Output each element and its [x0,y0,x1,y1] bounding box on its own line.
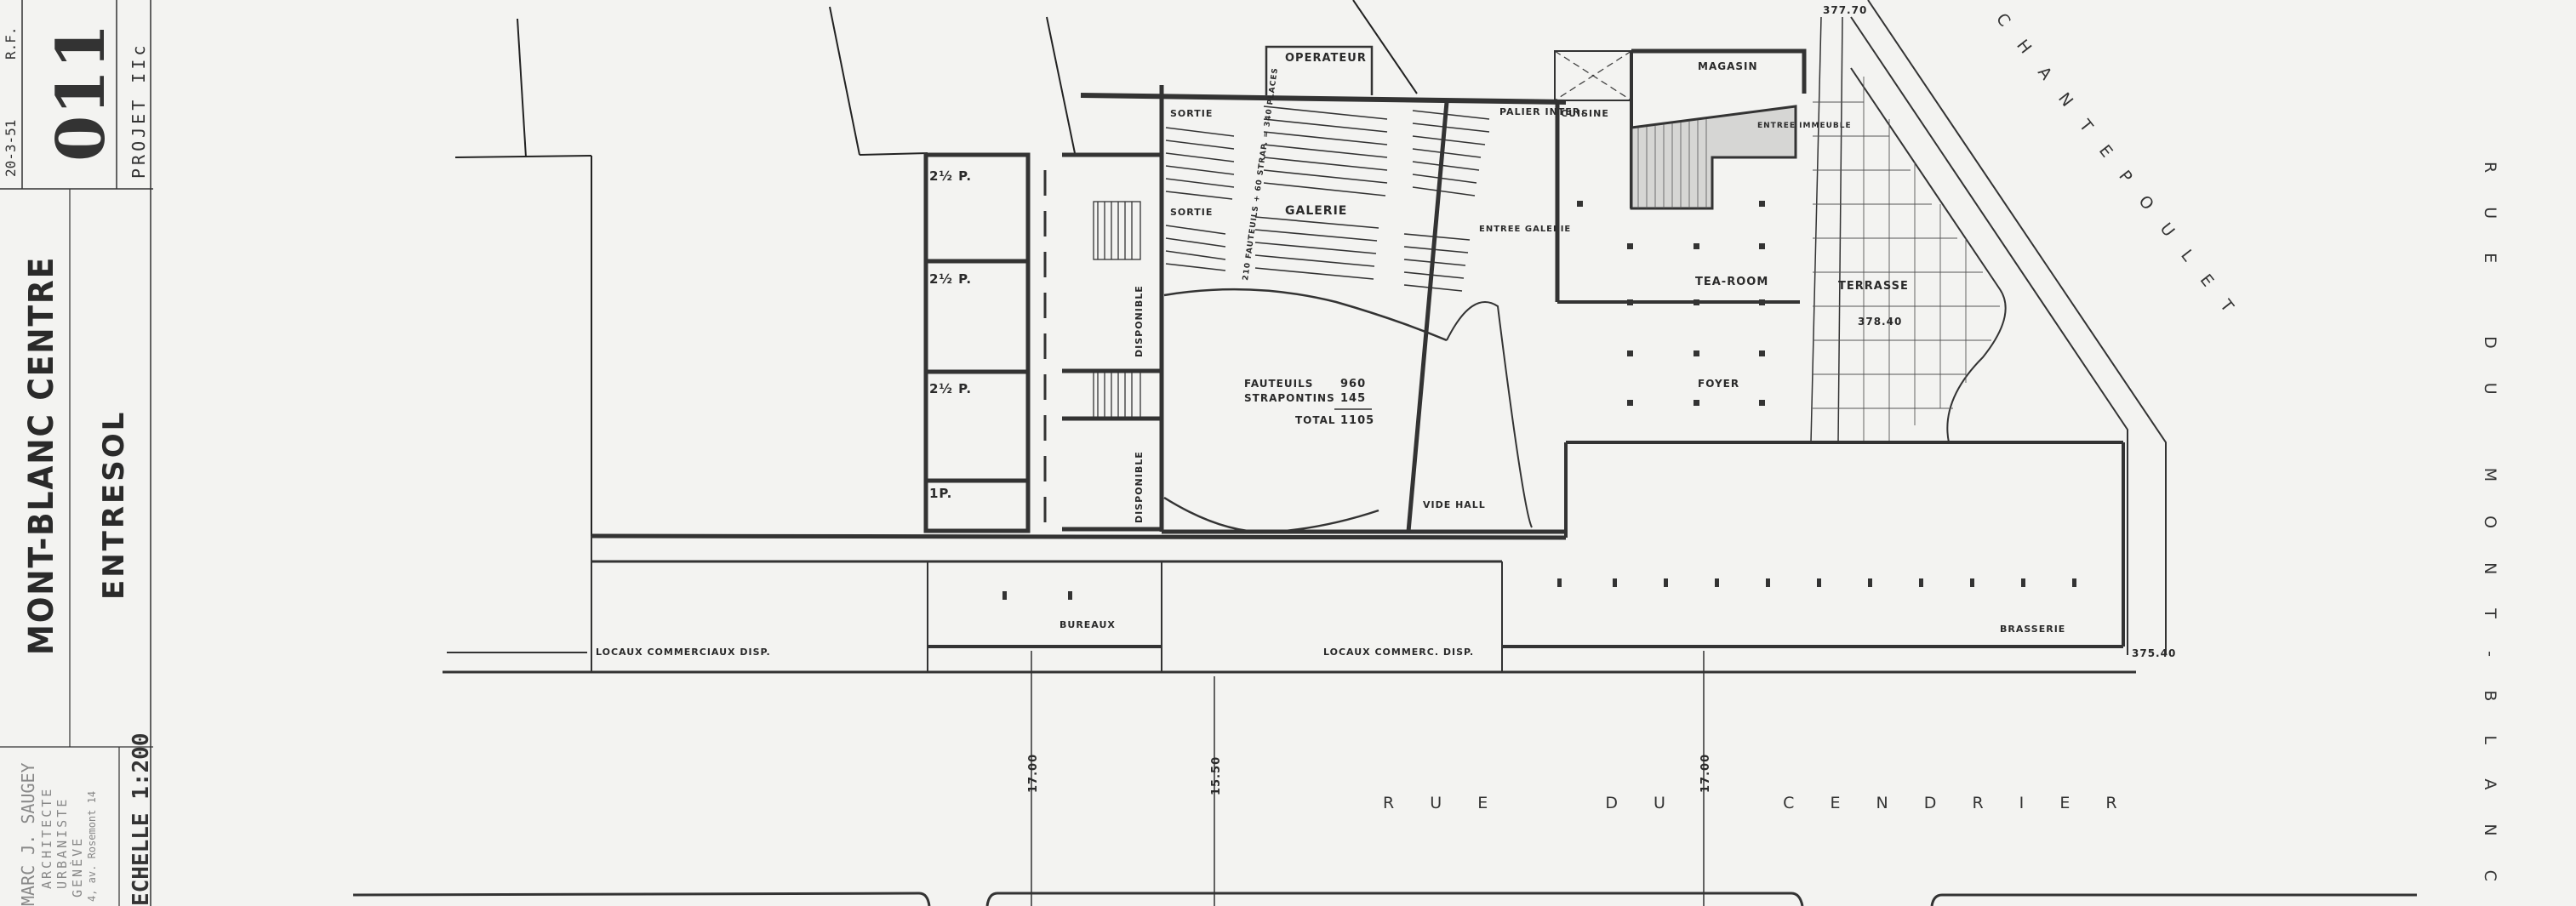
svg-text:FAUTEUILS: FAUTEUILS [1244,378,1313,390]
room-label-brasserie: BRASSERIE [2000,624,2065,635]
architect-stamp: MARC J. SAUGEY ARCHITECTE URBANISTE GENÈ… [18,762,98,906]
title-block [0,0,153,906]
initials-label: R.F. [3,26,19,60]
hatch-entry [1637,119,1707,208]
svg-text:960: 960 [1340,378,1366,390]
dimension-2: 15.50 [1210,756,1223,795]
dimension-lines [352,651,2417,906]
commercial-columns [1002,578,2076,600]
tea-room-block [1554,48,1807,304]
svg-text:145: 145 [1340,392,1366,405]
room-label-entree-galerie: ENTREE GALERIE [1479,225,1571,234]
sheet-number: 011 [43,23,120,162]
commercial-band [443,441,2136,674]
scale-label: ECHELLE 1:200 [129,733,154,906]
svg-text:MARC J. SAUGEY: MARC J. SAUGEY [18,762,38,906]
room-label-tea-room: TEA-ROOM [1695,276,1768,288]
level-street: 375.40 [2132,647,2176,659]
street-label-cendrier: R U E D U C E N D R I E R [1383,794,2133,812]
gallery-seating-rows [1165,105,1490,292]
room-label-locaux-1: LOCAUX COMMERCIAUX DISP. [596,647,771,658]
structural-columns [1577,201,1765,406]
svg-text:1105: 1105 [1340,414,1374,427]
svg-text:TOTAL: TOTAL [1295,414,1336,426]
street-label-mont-blanc: RUE DU MONT-BLANC [2481,162,2499,906]
room-label-terrasse: TERRASSE [1838,280,1909,293]
room-label-vide-hall: VIDE HALL [1423,499,1486,510]
room-label-sortie-1: SORTIE [1170,108,1213,119]
apartment-block [923,85,1164,533]
room-label-disponible-1: DISPONIBLE [1134,285,1145,357]
room-label-locaux-2: LOCAUX COMMERC. DISP. [1323,647,1474,658]
level-terrasse: 378.40 [1858,316,1902,328]
room-label-bureaux: BUREAUX [1060,619,1116,630]
room-label-disponible-2: DISPONIBLE [1134,451,1145,523]
room-label-sortie-2: SORTIE [1170,207,1213,218]
room-label-apt-2: 2½ P. [929,271,972,287]
date-label: 20-3-51 [3,120,19,177]
svg-text:URBANISTE: URBANISTE [54,797,70,889]
seat-count-table: FAUTEUILS 960 STRAPONTINS 145 TOTAL 1105 [1244,378,1374,427]
svg-text:STRAPONTINS: STRAPONTINS [1244,392,1335,404]
level-top: 377.70 [1823,4,1867,16]
room-label-operateur: OPERATEUR [1285,52,1367,65]
terrasse-area [1810,0,2167,655]
project-label: PROJET IIc [129,43,149,179]
room-label-magasin: MAGASIN [1698,60,1758,72]
room-label-foyer: FOYER [1698,378,1739,390]
cinema-walls [1080,45,1567,534]
room-label-galerie: GALERIE [1285,204,1347,218]
room-label-apt-1: 2½ P. [929,168,972,184]
svg-text:GENÈVE: GENÈVE [69,836,85,897]
room-label-cuisine: CUISINE [1561,108,1609,119]
stairs-left [1093,201,1141,419]
room-label-apt-4: 1P. [929,486,952,501]
dimension-3: 17.00 [1699,754,1712,793]
room-label-entree-immeuble: ENTREE IMMEUBLE [1757,122,1852,130]
room-label-palier: PALIER INTER. [1499,106,1585,117]
level-name: ENTRESOL [97,410,131,600]
room-label-apt-3: 2½ P. [929,381,972,396]
svg-text:ARCHITECTE: ARCHITECTE [39,787,54,889]
dimension-1: 17.00 [1027,754,1040,793]
building-name: MONT-BLANC CENTRE [22,256,61,655]
terrasse-grid [1813,77,2000,442]
svg-text:4, av. Rosemont 14: 4, av. Rosemont 14 [86,791,98,902]
